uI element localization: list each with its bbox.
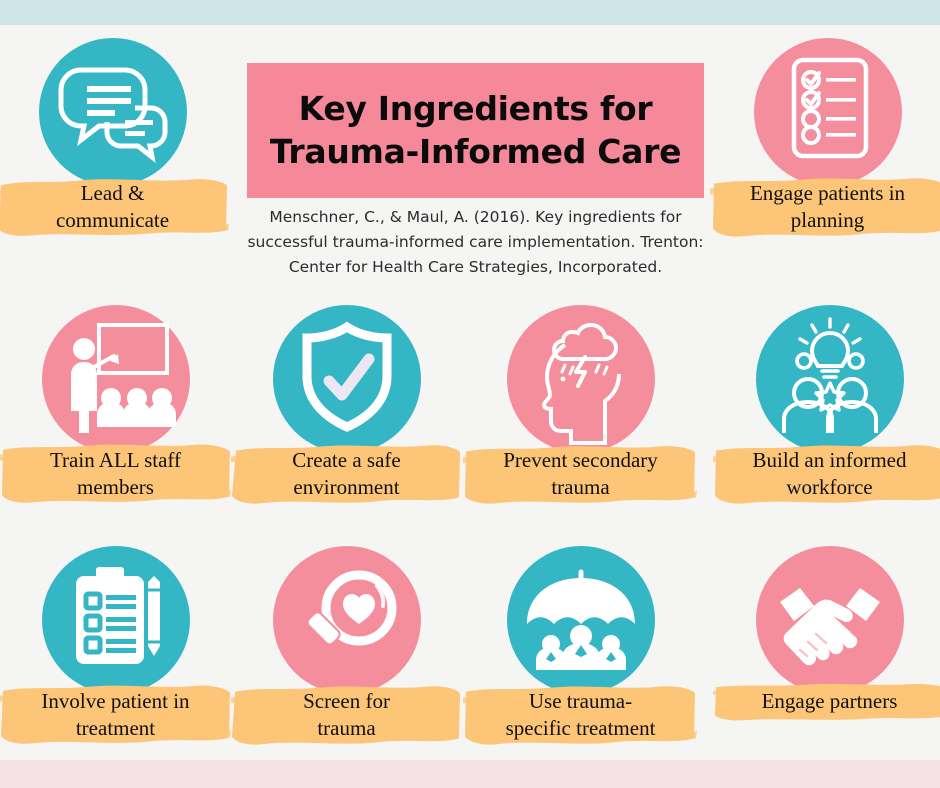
lightbulb-team-icon [755, 305, 904, 453]
label-line-1: Engage partners [761, 689, 898, 713]
ingredient-train-all-staff: Train ALL staff members [0, 305, 233, 511]
umbrella-people-icon [506, 546, 655, 694]
ingredient-create-safe-environment: Create a safe environment [229, 305, 464, 511]
label-line-2: treatment [75, 715, 156, 740]
page-title-line-2: Trauma-Informed Care [269, 131, 682, 171]
label-line-1: Build an informed [752, 448, 907, 472]
shield-check-icon [272, 305, 421, 453]
label-line-1: Train ALL staff [49, 448, 182, 472]
label-line-1: Create a safe [292, 448, 401, 472]
label-banner: Prevent secondary trauma [463, 439, 698, 511]
bottom-decorative-band [0, 760, 940, 788]
label-banner: Create a safe environment [229, 439, 464, 511]
checklist-icon [753, 38, 902, 186]
label-banner: Engage patients in planning [710, 172, 940, 244]
ingredient-engage-patients: Engage patients in planning [710, 38, 940, 244]
label-banner: Screen for trauma [229, 680, 464, 752]
ingredient-label: Train ALL staff members [0, 439, 233, 511]
top-decorative-band [0, 0, 940, 25]
head-storm-icon [506, 305, 655, 453]
label-line-2: workforce [786, 474, 873, 499]
ingredient-label: Involve patient in treatment [0, 680, 233, 752]
label-line-2: specific treatment [505, 715, 656, 740]
ingredient-screen-for-trauma: Screen for trauma [229, 546, 464, 752]
page-title-banner: Key Ingredients for Trauma-Informed Care [247, 63, 704, 198]
label-banner: Use trauma- specific treatment [463, 680, 698, 752]
ingredient-build-informed-workforce: Build an informed workforce [712, 305, 940, 511]
label-line-1: Prevent secondary [503, 448, 658, 472]
label-line-1: Involve patient in [41, 689, 190, 713]
label-line-2: trauma [551, 474, 610, 499]
clipboard-pencil-icon [41, 546, 190, 694]
label-banner: Lead & communicate [0, 172, 230, 244]
page-title-line-1: Key Ingredients for [298, 88, 653, 128]
ingredient-label: Engage partners [712, 680, 940, 725]
label-banner: Train ALL staff members [0, 439, 233, 511]
ingredient-label: Build an informed workforce [712, 439, 940, 511]
magnifier-heart-icon [272, 546, 421, 694]
ingredient-involve-patient: Involve patient in treatment [0, 546, 233, 752]
label-line-1: Engage patients in [749, 181, 906, 205]
citation-text: Menschner, C., & Maul, A. (2016). Key in… [247, 208, 704, 277]
ingredient-label: Use trauma- specific treatment [463, 680, 698, 752]
ingredient-label: Engage patients in planning [710, 172, 940, 244]
label-line-1: Use trauma- [528, 689, 633, 713]
ingredient-trauma-specific-treatment: Use trauma- specific treatment [463, 546, 698, 752]
label-line-2: planning [790, 207, 865, 232]
ingredient-label: Prevent secondary trauma [463, 439, 698, 511]
handshake-icon [755, 546, 904, 694]
label-line-2: communicate [55, 207, 170, 232]
label-line-2: environment [293, 474, 400, 499]
label-line-2: trauma [317, 715, 376, 740]
ingredient-engage-partners: Engage partners [712, 546, 940, 725]
training-class-icon [41, 305, 190, 453]
ingredient-label: Create a safe environment [229, 439, 464, 511]
ingredient-prevent-secondary-trauma: Prevent secondary trauma [463, 305, 698, 511]
infographic-stage: Key Ingredients for Trauma-Informed Care… [0, 25, 940, 760]
ingredient-lead-communicate: Lead & communicate [0, 38, 230, 244]
label-line-1: Lead & [80, 181, 145, 205]
label-banner: Build an informed workforce [712, 439, 940, 511]
ingredient-label: Lead & communicate [0, 172, 230, 244]
ingredient-label: Screen for trauma [229, 680, 464, 752]
speech-bubbles-icon [38, 38, 187, 186]
label-line-2: members [77, 474, 154, 499]
label-banner: Involve patient in treatment [0, 680, 233, 752]
label-banner: Engage partners [712, 680, 940, 725]
label-line-1: Screen for [303, 689, 390, 713]
